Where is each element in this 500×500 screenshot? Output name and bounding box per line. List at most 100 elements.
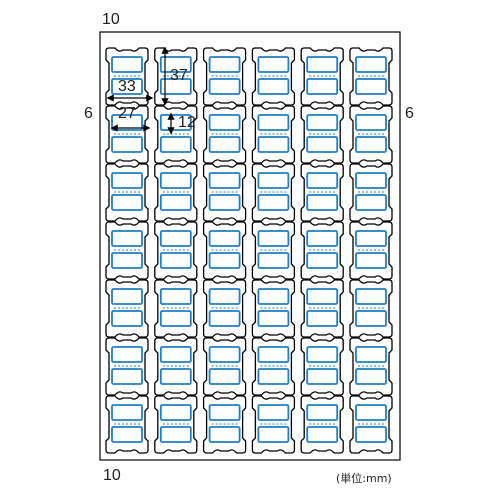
label-window-bottom bbox=[208, 426, 241, 443]
label-window-top bbox=[257, 346, 290, 363]
label-window-bottom bbox=[306, 136, 339, 153]
label-2-5 bbox=[300, 105, 344, 164]
label-4-3 bbox=[202, 221, 247, 280]
unit-note: (単位:mm) bbox=[336, 472, 392, 485]
label-window-bottom bbox=[257, 194, 290, 211]
label-window-top bbox=[111, 230, 143, 247]
label-window-bottom bbox=[355, 194, 387, 211]
label-window-bottom bbox=[208, 310, 241, 327]
label-window-bottom bbox=[111, 368, 143, 385]
label-window-top bbox=[306, 230, 339, 247]
label-7-4 bbox=[251, 395, 296, 454]
label-2-1 bbox=[105, 105, 149, 164]
label-outline bbox=[105, 47, 149, 106]
label-3-4 bbox=[251, 163, 296, 222]
label-window-top bbox=[159, 114, 192, 131]
label-5-5 bbox=[300, 279, 344, 338]
label-window-bottom bbox=[355, 136, 387, 153]
label-outline bbox=[251, 221, 296, 280]
label-window-bottom bbox=[111, 136, 143, 153]
pitch-horizontal-label: 33 bbox=[118, 78, 136, 95]
label-outline bbox=[154, 279, 198, 338]
margin-bottom-label: 10 bbox=[103, 467, 121, 484]
label-window-top bbox=[355, 404, 387, 421]
label-window-top bbox=[355, 230, 387, 247]
label-window-bottom bbox=[257, 78, 290, 95]
label-outline bbox=[349, 337, 393, 396]
label-window-top bbox=[159, 404, 192, 421]
label-outline bbox=[349, 105, 393, 164]
label-outline bbox=[202, 163, 247, 222]
label-window-bottom bbox=[111, 78, 143, 95]
label-1-4 bbox=[251, 47, 296, 106]
label-outline bbox=[154, 105, 198, 164]
label-6-3 bbox=[202, 337, 247, 396]
label-window-top bbox=[355, 172, 387, 189]
label-window-bottom bbox=[257, 136, 290, 153]
label-window-bottom bbox=[355, 252, 387, 269]
label-7-3 bbox=[202, 395, 247, 454]
label-window-top bbox=[257, 288, 290, 305]
label-outline bbox=[300, 279, 344, 338]
label-window-top bbox=[159, 230, 192, 247]
label-window-bottom bbox=[355, 426, 387, 443]
label-window-top bbox=[111, 56, 143, 73]
label-outline bbox=[154, 337, 198, 396]
label-window-bottom bbox=[111, 252, 143, 269]
label-outline bbox=[349, 279, 393, 338]
label-2-4 bbox=[251, 105, 296, 164]
label-3-5 bbox=[300, 163, 344, 222]
label-7-5 bbox=[300, 395, 344, 454]
label-outline bbox=[300, 337, 344, 396]
label-window-top bbox=[257, 172, 290, 189]
margin-left-label: 6 bbox=[84, 105, 93, 122]
label-1-6 bbox=[349, 47, 393, 106]
label-6-2 bbox=[154, 337, 198, 396]
label-window-bottom bbox=[208, 136, 241, 153]
label-5-3 bbox=[202, 279, 247, 338]
label-window-bottom bbox=[257, 368, 290, 385]
window-height-label: 12 bbox=[178, 114, 196, 131]
label-window-top bbox=[159, 56, 192, 73]
label-3-1 bbox=[105, 163, 149, 222]
label-outline bbox=[202, 279, 247, 338]
label-outline bbox=[251, 163, 296, 222]
label-window-top bbox=[159, 346, 192, 363]
label-window-top bbox=[159, 288, 192, 305]
label-window-bottom bbox=[111, 310, 143, 327]
label-outline bbox=[349, 221, 393, 280]
label-window-bottom bbox=[355, 310, 387, 327]
label-outline bbox=[202, 337, 247, 396]
label-2-3 bbox=[202, 105, 247, 164]
label-outline bbox=[105, 221, 149, 280]
label-window-top bbox=[355, 56, 387, 73]
label-outline bbox=[105, 395, 149, 454]
label-outline bbox=[105, 105, 149, 164]
label-window-bottom bbox=[306, 78, 339, 95]
label-outline bbox=[105, 163, 149, 222]
label-outline bbox=[300, 395, 344, 454]
label-window-bottom bbox=[306, 194, 339, 211]
label-window-bottom bbox=[111, 426, 143, 443]
label-outline bbox=[251, 47, 296, 106]
label-6-5 bbox=[300, 337, 344, 396]
label-window-bottom bbox=[159, 194, 192, 211]
label-window-top bbox=[306, 114, 339, 131]
label-4-4 bbox=[251, 221, 296, 280]
label-window-bottom bbox=[306, 426, 339, 443]
label-window-bottom bbox=[159, 368, 192, 385]
pitch-vertical-label: 37 bbox=[170, 67, 188, 84]
label-window-top bbox=[355, 346, 387, 363]
label-window-top bbox=[306, 404, 339, 421]
label-5-6 bbox=[349, 279, 393, 338]
label-window-top bbox=[208, 346, 241, 363]
label-window-top bbox=[111, 172, 143, 189]
label-window-top bbox=[111, 404, 143, 421]
label-window-top bbox=[257, 114, 290, 131]
label-4-5 bbox=[300, 221, 344, 280]
label-4-1 bbox=[105, 221, 149, 280]
label-window-bottom bbox=[355, 78, 387, 95]
label-5-4 bbox=[251, 279, 296, 338]
label-outline bbox=[300, 163, 344, 222]
label-window-top bbox=[306, 56, 339, 73]
